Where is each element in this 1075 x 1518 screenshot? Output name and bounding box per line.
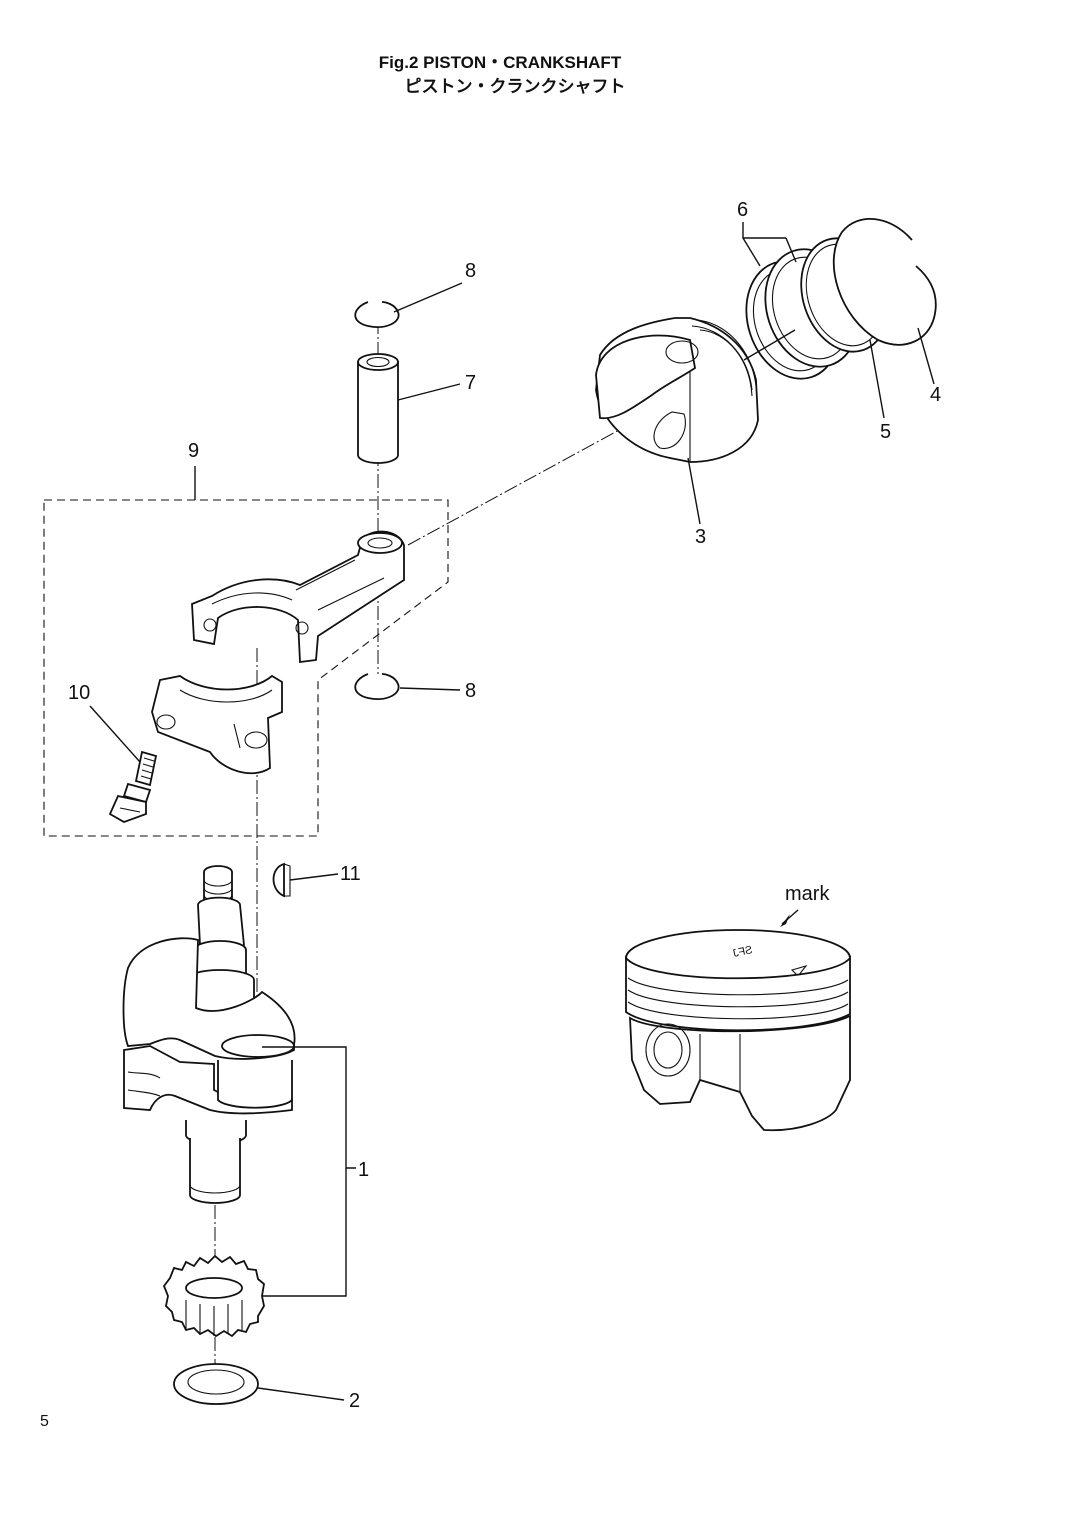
crown-mark-text: SFJ — [732, 944, 754, 960]
thrust-washer — [173, 1363, 259, 1405]
leader-lines — [89, 222, 935, 1401]
callout-9: 9 — [188, 440, 199, 462]
callout-7: 7 — [465, 372, 476, 394]
piston — [595, 317, 759, 463]
crankshaft-gear — [162, 1254, 265, 1338]
mark-arrowhead — [780, 914, 790, 927]
figure-title: Fig.2 PISTON・CRANKSHAFT — [378, 53, 622, 72]
callout-11: 11 — [340, 863, 361, 885]
circlip-lower — [354, 673, 400, 700]
top-ring — [832, 218, 937, 346]
connecting-rod-cap — [151, 674, 283, 775]
woodruff-key — [272, 862, 291, 898]
piston-pin — [357, 353, 399, 464]
callout-8-lower: 8 — [465, 680, 476, 702]
rod-bolt — [108, 750, 158, 823]
connecting-rod — [191, 530, 405, 664]
callout-6: 6 — [737, 199, 748, 221]
connecting-rod-assembly-boundary — [43, 499, 449, 837]
piston-mark-detail: mark SFJ — [625, 883, 851, 1132]
callout-1: 1 — [358, 1159, 369, 1181]
mark-label: mark — [785, 883, 830, 905]
crankshaft — [122, 865, 296, 1204]
callout-4: 4 — [930, 384, 941, 406]
callout-3: 3 — [695, 526, 706, 548]
circlip-upper — [354, 301, 400, 328]
direction-triangle — [790, 964, 808, 977]
callout-10: 10 — [68, 682, 90, 704]
figure-title-japanese: ピストン・クランクシャフト — [404, 77, 626, 96]
page-number: 5 — [40, 1413, 49, 1430]
callout-5: 5 — [880, 421, 891, 443]
callout-8-upper: 8 — [465, 260, 476, 282]
callout-2: 2 — [349, 1390, 360, 1412]
